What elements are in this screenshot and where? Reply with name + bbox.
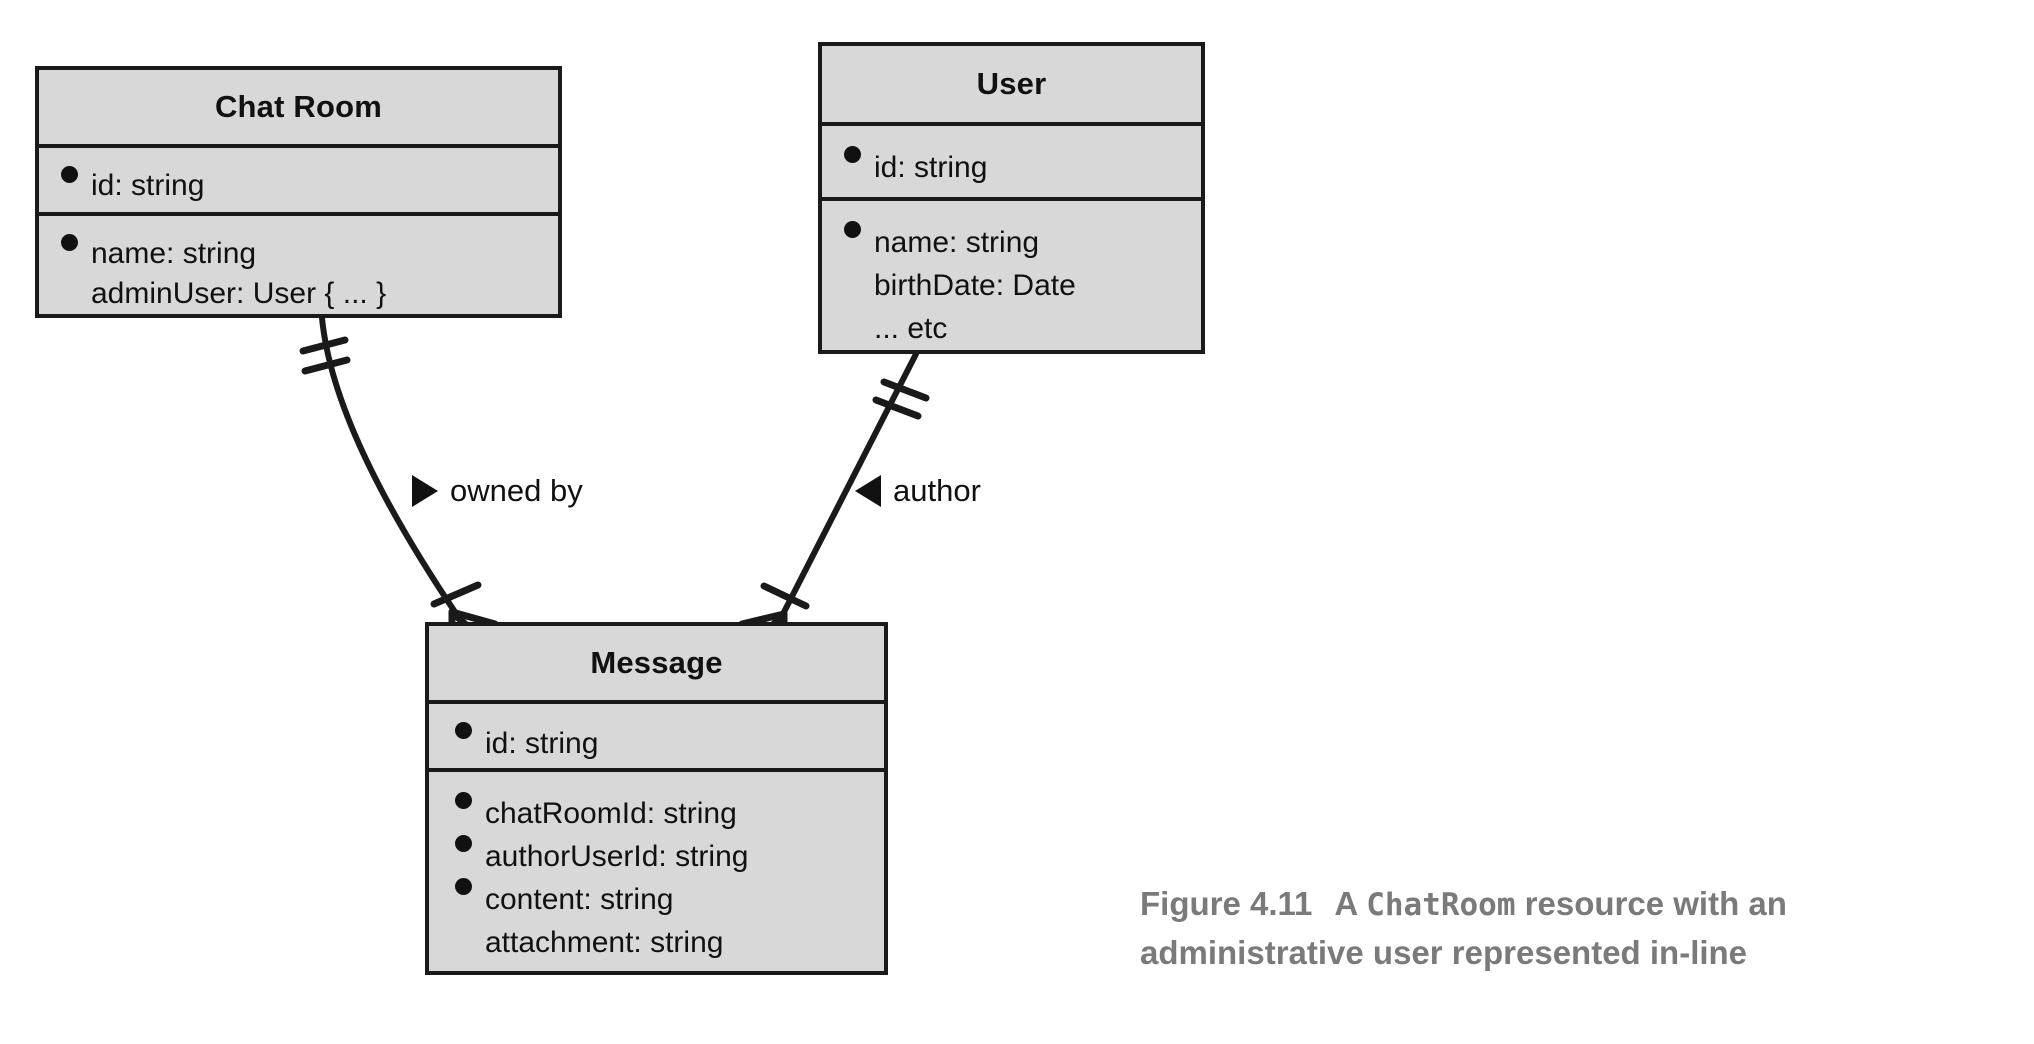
attribute-text: id: string xyxy=(485,727,599,760)
bullet-icon xyxy=(455,722,485,739)
relationship-label-owned-by: owned by xyxy=(412,473,583,509)
attribute-list: id: string xyxy=(61,166,558,206)
entity-box-message[interactable]: Message id: string chatRoomId: string au… xyxy=(425,622,888,975)
bullet-placeholder-icon xyxy=(844,264,874,281)
attribute-text: authorUserId: string xyxy=(485,840,749,874)
attribute-row: id: string xyxy=(844,146,1201,189)
bullet-placeholder-icon xyxy=(844,307,874,324)
bullet-icon xyxy=(844,221,874,238)
attribute-row: name: string xyxy=(844,221,1201,264)
attribute-text: attachment: string xyxy=(485,926,724,960)
entity-compartment-user-key: id: string xyxy=(822,122,1201,197)
bullet-icon xyxy=(844,146,874,163)
bullet-icon xyxy=(455,878,485,896)
attribute-list: chatRoomId: string authorUserId: string … xyxy=(455,792,884,964)
attribute-row: id: string xyxy=(61,166,558,206)
entity-compartment-message-fields: chatRoomId: string authorUserId: string … xyxy=(429,768,884,971)
attribute-text: adminUser: User { ... } xyxy=(91,277,387,310)
attribute-text: birthDate: Date xyxy=(874,269,1076,302)
attribute-text: id: string xyxy=(874,151,988,184)
figure-caption: Figure 4.11 A ChatRoom resource with an a… xyxy=(1140,880,1970,977)
bullet-icon xyxy=(455,792,485,810)
entity-title-user: User xyxy=(976,66,1047,101)
attribute-text: chatRoomId: string xyxy=(485,797,737,831)
figure-number: Figure 4.11 xyxy=(1140,885,1313,922)
bullet-placeholder-icon xyxy=(61,274,91,291)
bullet-icon xyxy=(61,166,91,183)
attribute-row: adminUser: User { ... } xyxy=(61,274,558,314)
entity-box-chat-room[interactable]: Chat Room id: string name: string adminU… xyxy=(35,66,562,318)
attribute-row: name: string xyxy=(61,234,558,274)
relationship-label-text: author xyxy=(893,473,981,508)
cardinality-exactly-one-chatroom xyxy=(299,336,351,375)
entity-title-chat-room: Chat Room xyxy=(214,89,383,124)
attribute-list: id: string xyxy=(455,722,884,765)
entity-box-user[interactable]: User id: string name: string birthDate: … xyxy=(818,42,1205,354)
attribute-text: name: string xyxy=(91,237,257,270)
attribute-text: name: string xyxy=(874,226,1040,259)
attribute-row: birthDate: Date xyxy=(844,264,1201,307)
attribute-row: authorUserId: string xyxy=(455,835,884,878)
entity-compartment-user-fields: name: string birthDate: Date ... etc xyxy=(822,197,1201,350)
attribute-row: id: string xyxy=(455,722,884,765)
arrow-left-icon xyxy=(855,475,881,507)
arrow-right-icon xyxy=(412,475,438,507)
attribute-row: ... etc xyxy=(844,307,1201,350)
attribute-list: id: string xyxy=(844,146,1201,189)
attribute-text: id: string xyxy=(91,169,205,202)
attribute-row: attachment: string xyxy=(455,921,884,964)
relationship-label-text: owned by xyxy=(450,473,583,508)
relationship-label-author: author xyxy=(855,473,981,509)
entity-title-message: Message xyxy=(590,645,723,680)
entity-compartment-chat-room-key: id: string xyxy=(39,144,558,212)
cardinality-exactly-one-user xyxy=(872,378,930,420)
attribute-row: chatRoomId: string xyxy=(455,792,884,835)
attribute-list: name: string birthDate: Date ... etc xyxy=(844,221,1201,350)
attribute-row: content: string xyxy=(455,878,884,921)
entity-compartment-chat-room-fields: name: string adminUser: User { ... } xyxy=(39,212,558,314)
bullet-icon xyxy=(455,835,485,853)
attribute-list: name: string adminUser: User { ... } xyxy=(61,234,558,314)
caption-text-after: resource with an administrative user rep… xyxy=(1140,885,1787,971)
caption-text-before: A xyxy=(1334,885,1367,922)
caption-code-term: ChatRoom xyxy=(1366,887,1516,923)
bullet-icon xyxy=(61,234,91,251)
bullet-placeholder-icon xyxy=(455,921,485,938)
entity-compartment-message-key: id: string xyxy=(429,700,884,768)
attribute-text: content: string xyxy=(485,883,674,917)
attribute-text: ... etc xyxy=(874,312,948,345)
